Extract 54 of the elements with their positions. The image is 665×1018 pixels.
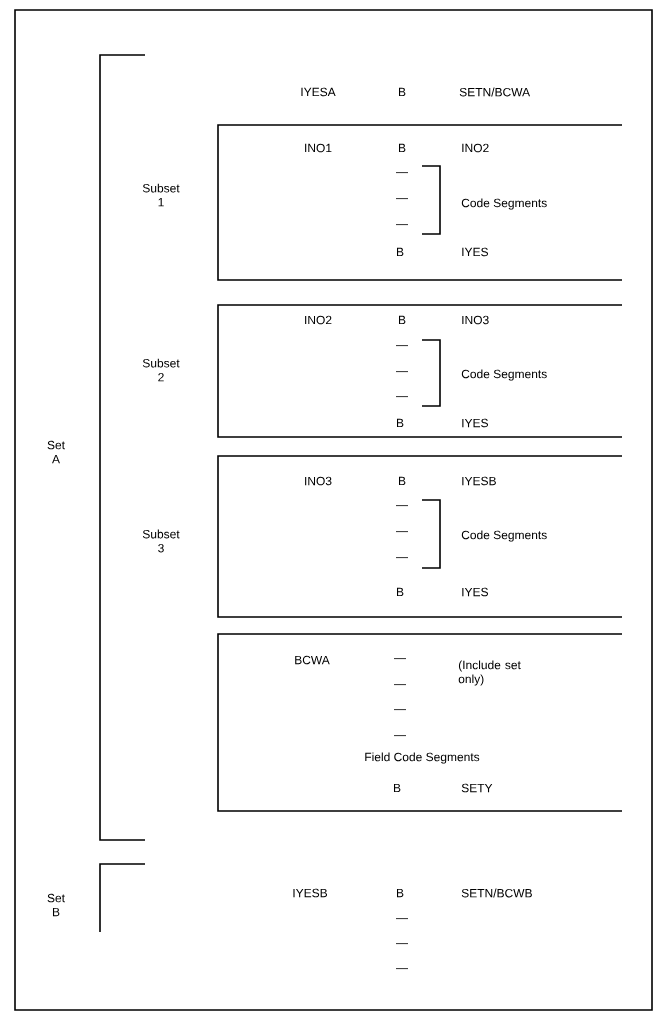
- process-box: [217, 633, 623, 812]
- note-text: (Include set only): [458, 660, 521, 686]
- group-label: Set A: [47, 440, 65, 464]
- dash-mark: —: [396, 943, 408, 945]
- code-label: B: [399, 143, 406, 153]
- code-label: B: [397, 587, 404, 597]
- code-label: IYES: [462, 587, 488, 597]
- code-label: IYESA: [301, 87, 336, 97]
- dash-mark: —: [396, 918, 408, 920]
- code-label: IYES: [462, 247, 488, 257]
- code-label: INO3: [305, 476, 332, 486]
- code-label: B: [394, 783, 401, 793]
- segment-label: Field Code Segments: [365, 752, 480, 764]
- group-label: Set B: [47, 893, 65, 917]
- code-label: B: [397, 247, 404, 257]
- group-label: Subset 2: [142, 358, 180, 382]
- dash-mark: —: [396, 531, 408, 533]
- dash-mark: —: [394, 709, 406, 711]
- code-label: INO1: [305, 143, 332, 153]
- segment-label: Code Segments: [461, 530, 547, 542]
- process-box: [217, 304, 623, 438]
- dash-mark: —: [396, 396, 408, 398]
- group-label: Subset 1: [142, 183, 180, 207]
- code-label: B: [399, 315, 406, 325]
- code-label: BCWA: [295, 655, 330, 665]
- code-label: INO2: [305, 315, 332, 325]
- code-label: SETY: [461, 783, 493, 793]
- code-label: SETN/BCWB: [461, 888, 532, 898]
- dash-mark: —: [396, 172, 408, 174]
- dash-mark: —: [396, 198, 408, 200]
- code-label: B: [399, 87, 406, 97]
- dash-mark: —: [396, 557, 408, 559]
- code-label: INO3: [462, 315, 489, 325]
- segment-label: Code Segments: [461, 369, 547, 381]
- process-box: [217, 455, 623, 618]
- code-label: B: [397, 888, 404, 898]
- code-label: IYESB: [293, 888, 328, 898]
- segment-label: Code Segments: [461, 198, 547, 210]
- code-label: IYES: [462, 418, 488, 428]
- code-label: B: [399, 476, 406, 486]
- dash-mark: —: [394, 735, 406, 737]
- code-label: IYESB: [462, 476, 496, 486]
- code-label: INO2: [462, 143, 489, 153]
- dash-mark: —: [396, 968, 408, 970]
- dash-mark: —: [394, 684, 406, 686]
- process-box: [217, 124, 623, 281]
- code-label: SETN/BCWA: [459, 87, 531, 97]
- dash-mark: —: [396, 224, 408, 226]
- dash-mark: —: [396, 371, 408, 373]
- dash-mark: —: [396, 345, 408, 347]
- dash-mark: —: [396, 505, 408, 507]
- dash-mark: —: [394, 658, 406, 660]
- code-label: B: [397, 418, 404, 428]
- group-label: Subset 3: [142, 529, 180, 553]
